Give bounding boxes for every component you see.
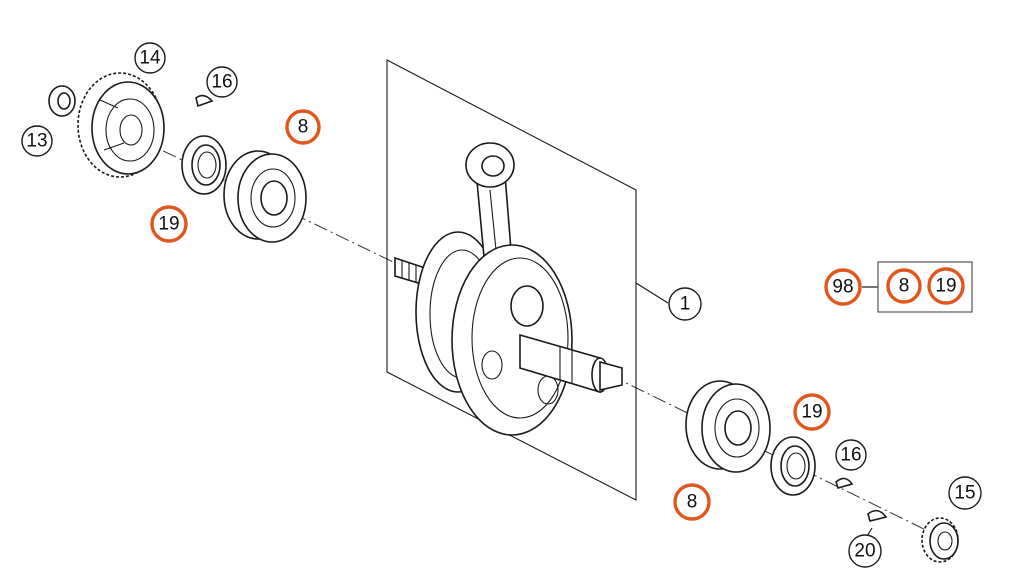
callout-15[interactable]: 15 (948, 476, 982, 510)
callout-19-kit[interactable]: 19 (927, 267, 965, 305)
callout-ring (886, 268, 922, 304)
callout-label: 14 (139, 48, 161, 69)
callout-label: 8 (298, 117, 309, 138)
assembly-axis-right (609, 374, 931, 533)
callout-8[interactable]: 8 (285, 109, 321, 145)
callout-label: 19 (935, 276, 956, 297)
callout-label: 19 (801, 402, 822, 423)
callout-1[interactable]: 1 (668, 287, 702, 321)
woodruff-key-icon (835, 477, 854, 489)
ball-bearing-icon (223, 150, 307, 243)
callout-19[interactable]: 19 (150, 205, 188, 243)
callout-ring (927, 267, 965, 305)
callout-label: 1 (680, 294, 691, 315)
callout-ring (793, 393, 831, 431)
callout-ring (948, 476, 982, 510)
crankshaft-frame (386, 59, 637, 501)
callout-label: 13 (26, 131, 47, 152)
timing-gear-icon (77, 72, 165, 178)
callout-8-right[interactable]: 8 (673, 483, 711, 521)
callout-label: 16 (211, 72, 232, 93)
callout-label: 8 (687, 492, 698, 513)
shaft-seal-icon (181, 135, 227, 195)
nut-icon (48, 85, 76, 117)
callout-label: 15 (954, 483, 975, 504)
callout-13[interactable]: 13 (21, 125, 53, 157)
callout-ring (848, 534, 882, 568)
callout-ring (835, 439, 867, 471)
callout-ring (206, 66, 238, 98)
callout-ring (824, 268, 862, 306)
timing-gear-icon (921, 517, 959, 563)
callout-label: 8 (899, 276, 910, 297)
callout-ring (134, 42, 166, 74)
shaft-seal-icon (770, 436, 816, 496)
callout-ring (285, 109, 321, 145)
assembly-axis-left (119, 129, 421, 276)
callout-ring (668, 287, 702, 321)
callout-ring (673, 483, 711, 521)
callout-label: 98 (832, 277, 853, 298)
callout-label: 20 (854, 541, 875, 562)
callout-label: 19 (158, 214, 179, 235)
leader-c1 (635, 282, 669, 304)
woodruff-key-icon (867, 509, 888, 522)
callout-8-kit[interactable]: 8 (886, 268, 922, 304)
callout-20[interactable]: 20 (848, 534, 882, 568)
callout-ring (150, 205, 188, 243)
ball-bearing-icon (685, 380, 771, 473)
woodruff-key-icon (195, 94, 214, 108)
callout-19-right[interactable]: 19 (793, 393, 831, 431)
callout-98[interactable]: 98 (824, 268, 862, 306)
callout-16-right[interactable]: 16 (835, 439, 867, 471)
callout-14[interactable]: 14 (134, 42, 166, 74)
crankshaft-assembly-icon (394, 142, 623, 436)
callout-16[interactable]: 16 (206, 66, 238, 98)
callout-label: 16 (840, 445, 861, 466)
callout-ring (21, 125, 53, 157)
